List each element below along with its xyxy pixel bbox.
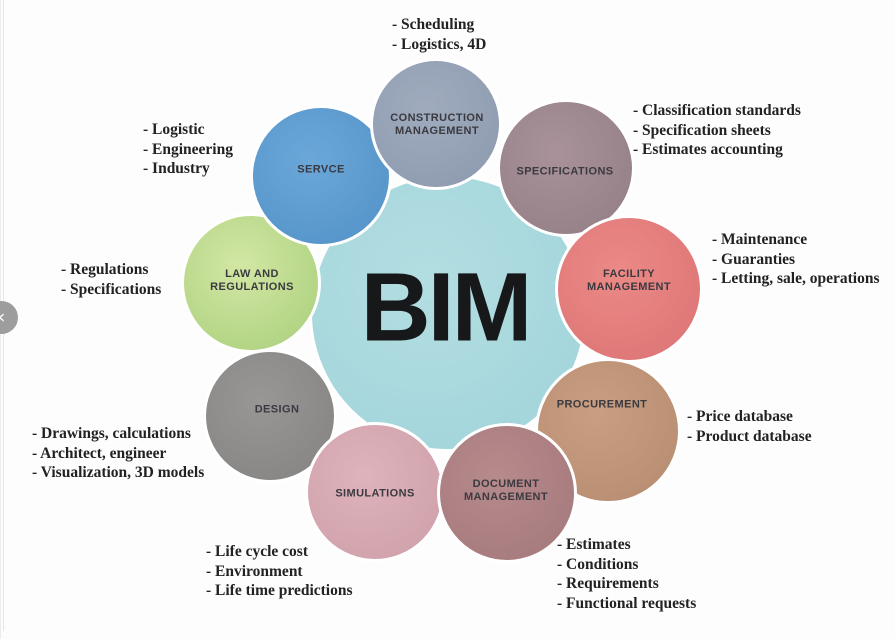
construction-management-circle [370, 58, 502, 190]
label-line: CONSTRUCTION [390, 112, 484, 124]
label-line: DOCUMENT [472, 478, 540, 490]
note-line: - Specifications [61, 280, 162, 298]
carousel-prev-button[interactable]: ‹ [0, 301, 18, 334]
label-line: PROCUREMENT [556, 398, 648, 411]
note-line: - Architect, engineer [32, 444, 167, 462]
document-management-circle [437, 423, 577, 563]
service-notes: - Logistic - Engineering - Industry [143, 120, 233, 179]
note-line: - Requirements [557, 575, 659, 592]
service-circle [250, 105, 392, 247]
simulations-notes: - Life cycle cost - Environment - Life t… [206, 542, 353, 601]
label-line: DESIGN [254, 403, 300, 416]
facility-notes: - Maintenance - Guaranties - Letting, sa… [712, 230, 879, 289]
label-line: LAW AND [225, 268, 279, 280]
design-label: DESIGN [255, 404, 300, 417]
procurement-notes: - Price database - Product database [687, 407, 812, 446]
note-line: - Letting, sale, operations [712, 270, 880, 287]
note-line: - Conditions [557, 555, 639, 573]
label-line: MANAGEMENT [394, 125, 480, 137]
specifications-circle [497, 99, 635, 237]
specifications-notes: - Classification standards - Specificati… [633, 101, 801, 160]
service-label: SERVCE [297, 164, 344, 177]
design-notes: - Drawings, calculations - Architect, en… [32, 424, 204, 483]
construction-notes: - Scheduling - Logistics, 4D [392, 15, 486, 54]
document-notes: - Estimates - Conditions - Requirements … [557, 535, 696, 613]
note-line: - Engineering [143, 140, 233, 158]
bim-title: BIM [360, 252, 533, 362]
note-line: - Estimates accounting [633, 141, 783, 158]
label-line: SERVCE [297, 163, 345, 176]
label-line: MANAGEMENT [586, 281, 672, 293]
note-line: - Logistic [143, 121, 205, 138]
note-line: - Scheduling [392, 16, 475, 33]
law-and-regulations-label: LAW AND REGULATIONS [210, 268, 294, 294]
note-line: - Maintenance [712, 231, 808, 248]
label-line: FACILITY [602, 268, 656, 280]
note-line: - Specification sheets [633, 121, 771, 139]
label-line: MANAGEMENT [463, 491, 549, 503]
law-notes: - Regulations - Specifications [61, 260, 161, 299]
construction-management-label: CONSTRUCTION MANAGEMENT [390, 112, 483, 138]
note-line: - Visualization, 3D models [32, 464, 205, 481]
note-line: - Product database [687, 427, 812, 445]
note-line: - Classification standards [633, 102, 801, 119]
note-line: - Price database [687, 408, 793, 425]
specifications-label: SPECIFICATIONS [516, 166, 613, 179]
note-line: - Guaranties [712, 250, 796, 268]
simulations-label: SIMULATIONS [335, 488, 414, 501]
note-line: - Estimates [557, 536, 631, 553]
facility-management-label: FACILITY MANAGEMENT [587, 268, 671, 294]
procurement-label: PROCUREMENT [557, 399, 648, 412]
note-line: - Functional requests [557, 594, 697, 612]
note-line: - Regulations [61, 261, 149, 278]
note-line: - Drawings, calculations [32, 425, 191, 442]
procurement-circle [535, 358, 681, 504]
note-line: - Industry [143, 160, 210, 177]
note-line: - Environment [206, 562, 303, 580]
label-line: REGULATIONS [210, 281, 294, 293]
chevron-left-icon: ‹ [0, 308, 5, 327]
label-line: SPECIFICATIONS [516, 165, 614, 178]
note-line: - Life time predictions [206, 582, 353, 599]
label-line: SIMULATIONS [335, 487, 415, 500]
note-line: - Logistics, 4D [392, 35, 487, 53]
note-line: - Life cycle cost [206, 543, 308, 560]
document-management-label: DOCUMENT MANAGEMENT [464, 478, 548, 504]
